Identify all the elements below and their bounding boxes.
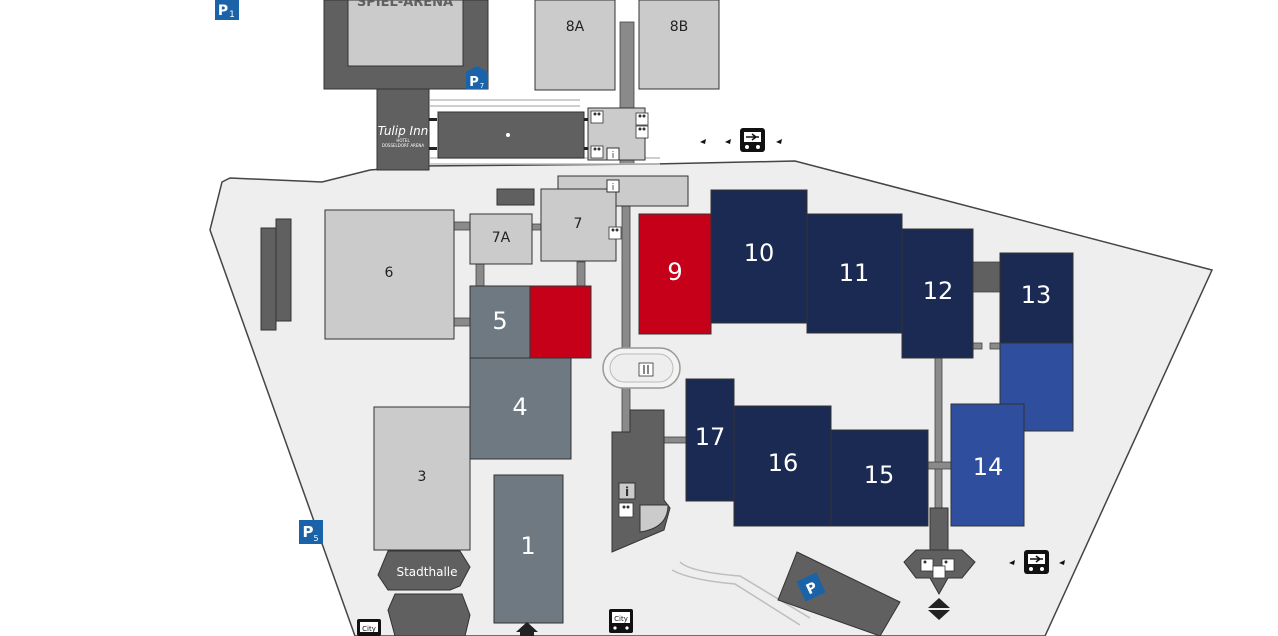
hall-12[interactable]: 12 [901,228,974,359]
hotel-city: DÜSSELDORF ARENA [382,143,424,148]
hall-15-label: 15 [864,461,895,489]
hall-14[interactable]: 14 [950,403,1025,527]
svg-text:P: P [218,3,228,19]
hall-5-label: 5 [492,307,507,335]
restroom-figures [593,112,948,564]
hall-8b[interactable]: 8B [638,0,720,90]
hall-14-label: 14 [973,453,1004,481]
hall-8a-label: 8A [566,19,585,35]
hall-9-label: 9 [667,258,682,286]
hall-5[interactable]: 5 [469,285,592,359]
svg-text:P: P [303,523,314,541]
city-bus-icon-south[interactable]: City [609,609,633,633]
hall-6-label: 6 [385,265,394,281]
arrow-up-down-icon [928,598,950,620]
connector-ticks [429,118,588,150]
hall-7a-label: 7A [492,230,511,246]
info-icon-small-hall7[interactable]: i [606,179,620,193]
svg-text:i: i [612,151,615,161]
hall-1-label: 1 [520,532,535,560]
parking-p1[interactable]: P 1 [215,0,239,20]
hotel-name: Tulip Inn [378,124,429,138]
svg-text:i: i [612,183,615,193]
svg-text:i: i [625,485,629,499]
svg-text:City: City [614,615,628,623]
hall-10-label: 10 [744,239,775,267]
hall-4[interactable]: 4 [469,357,572,460]
hall-9[interactable]: 9 [638,213,712,335]
hall-8a[interactable]: 8A [534,0,616,91]
west-buildings [260,218,292,331]
hotel-sub: HOTEL [396,138,410,143]
hall-13[interactable]: 13 [999,252,1074,432]
svg-text:1: 1 [229,10,235,20]
svg-text:City: City [362,625,376,633]
hall-15[interactable]: 15 [830,429,929,527]
tulip-inn-hotel[interactable]: Tulip Inn HOTEL DÜSSELDORF ARENA [376,88,430,171]
restaurant-icon [638,362,654,377]
hall-7a[interactable]: 7A [469,213,533,265]
hall-8b-label: 8B [670,19,689,35]
hall-7-label: 7 [574,216,583,232]
hall-17[interactable]: 17 [685,378,735,502]
svg-text:P: P [469,75,479,90]
parking-center-icon: P [796,572,826,602]
entrance-arrow-icon [516,622,538,636]
direction-markers [700,139,1065,565]
parking-house-south[interactable]: P [777,551,901,636]
arena-label: SPIEL-ARENA [357,0,453,10]
svg-text:5: 5 [313,534,318,543]
hall-17-label: 17 [695,423,726,451]
hall-12-label: 12 [923,277,954,305]
hall-3-label: 3 [418,469,427,485]
city-bus-icon-west[interactable]: City [357,619,381,636]
hall-16[interactable]: 16 [733,405,832,527]
shuttle-bus-icon-north[interactable] [740,128,765,152]
hall-1[interactable]: 1 [493,474,564,624]
stadthalle-label: Stadthalle [396,565,457,579]
north-connector [437,107,689,207]
parking-p5[interactable]: P 5 [299,520,323,544]
svg-text:7: 7 [480,82,484,90]
parking-p7[interactable]: P 7 [466,66,488,90]
hall-16-label: 16 [768,449,799,477]
hall-13-label: 13 [1021,281,1052,309]
hall-3[interactable]: 3 [373,406,471,551]
hall-7[interactable]: 7 [540,188,617,262]
hall-11[interactable]: 11 [806,213,903,334]
spiel-arena[interactable]: SPIEL-ARENA [323,0,489,90]
hall-6[interactable]: 6 [324,209,455,340]
hall-4-label: 4 [512,393,527,421]
stadthalle[interactable]: Stadthalle [377,550,471,636]
hall-11-label: 11 [839,259,870,287]
shuttle-bus-icon-east[interactable] [1024,550,1049,574]
hall-10[interactable]: 10 [710,189,808,324]
info-icon[interactable]: i [618,482,636,500]
info-icon-small-north[interactable]: i [606,147,620,161]
